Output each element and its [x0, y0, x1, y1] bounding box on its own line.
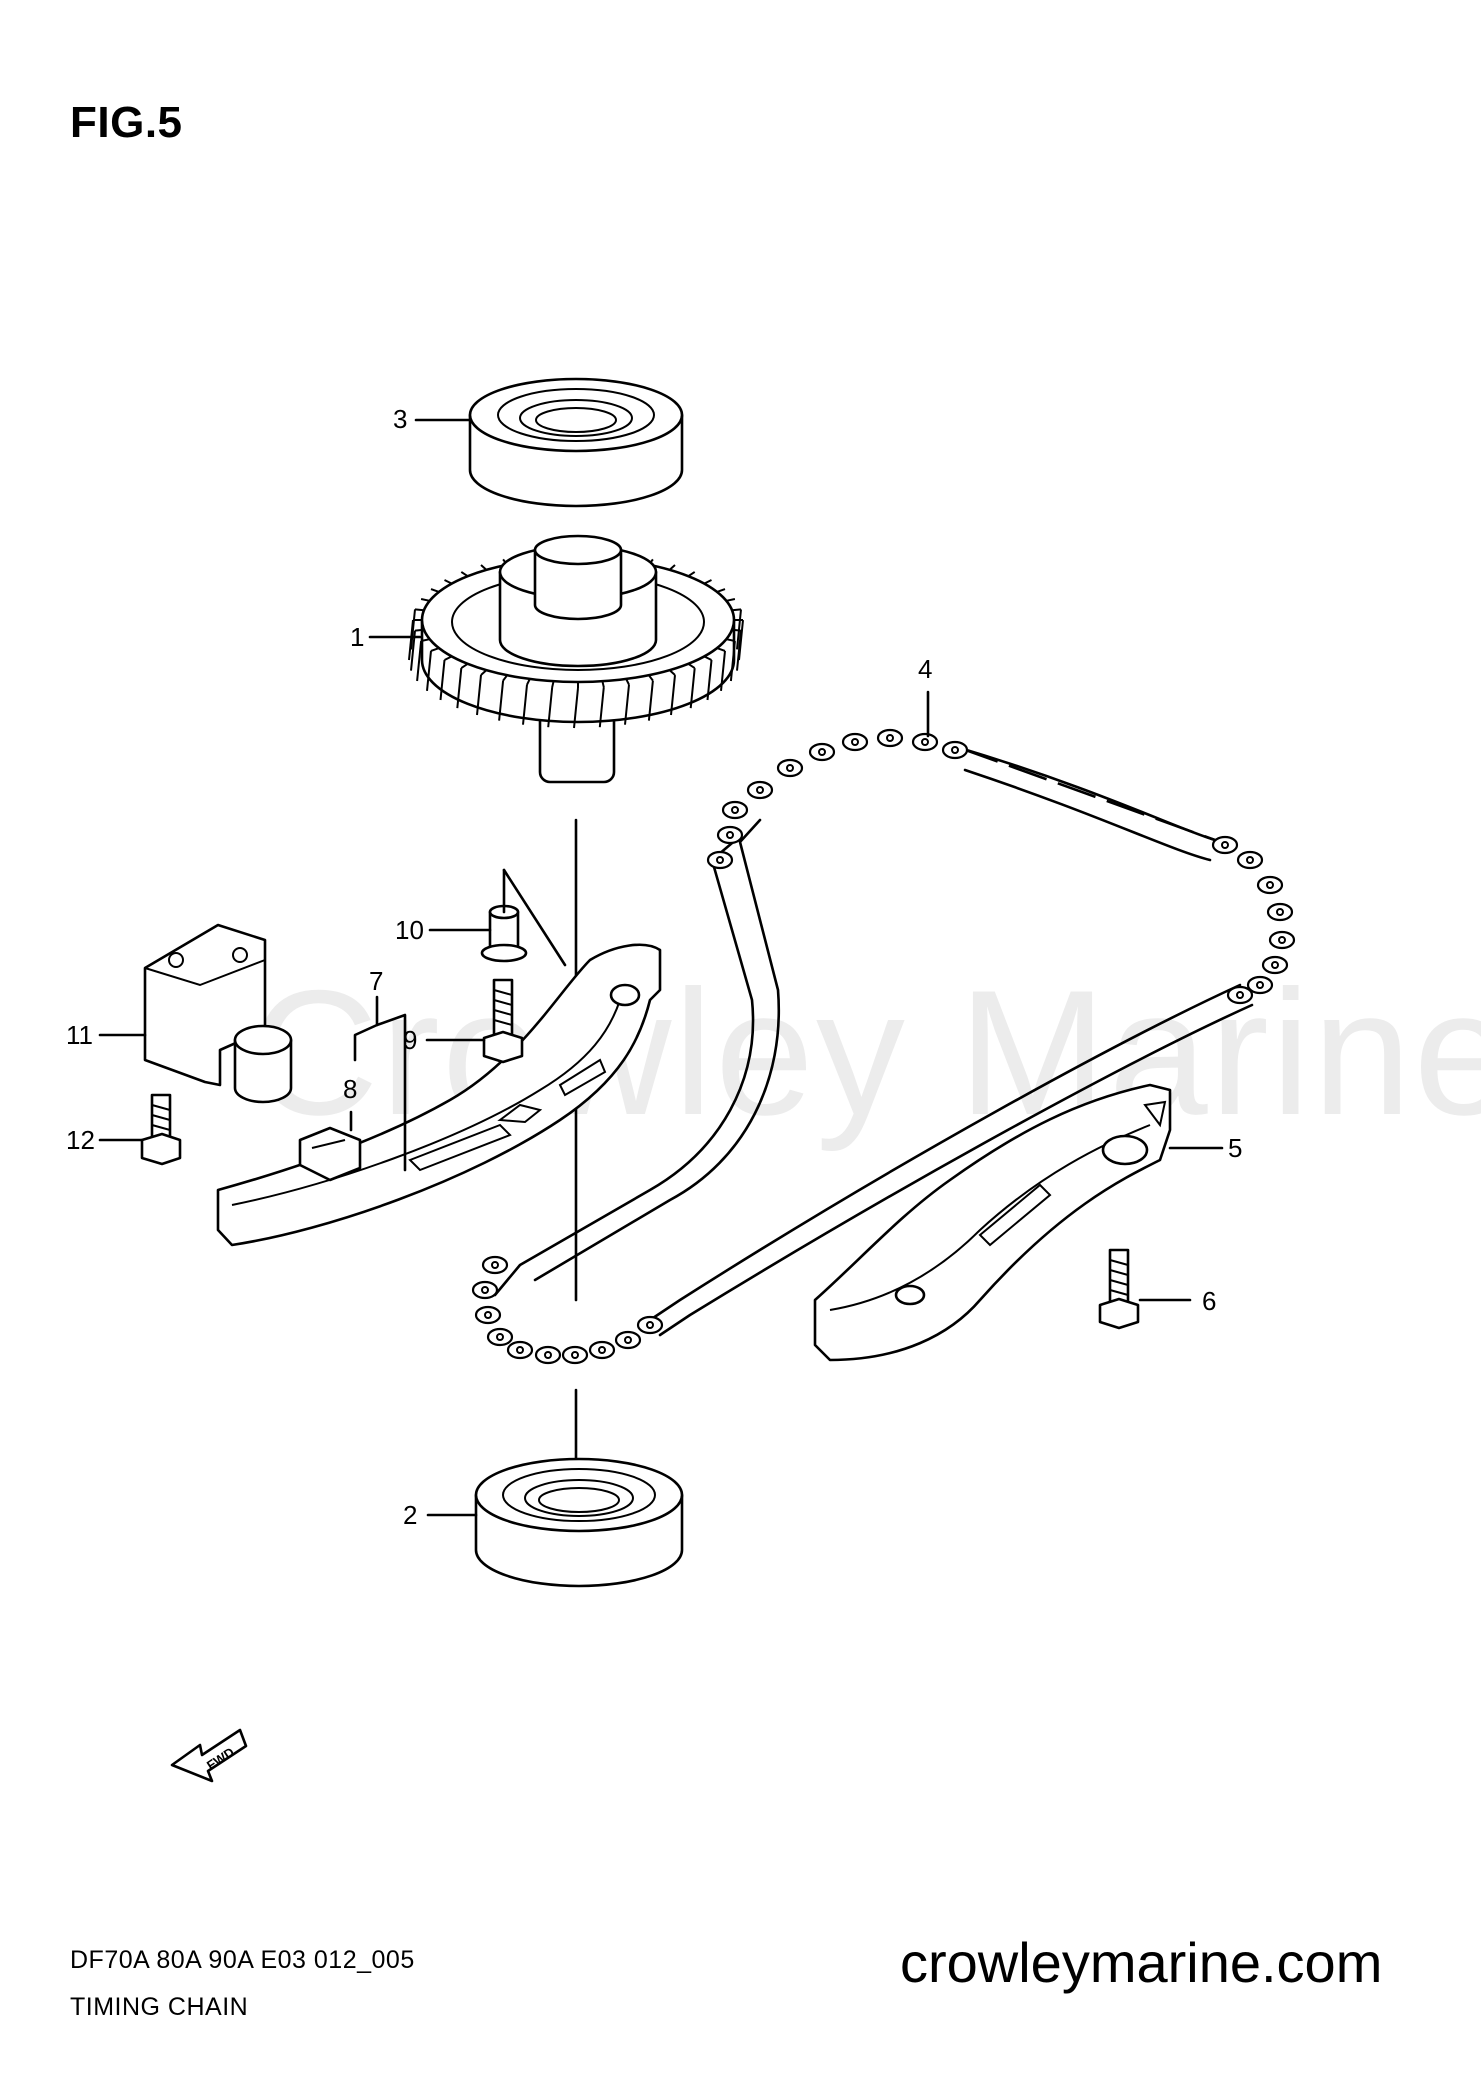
chain-link [1236, 850, 1264, 870]
chain-link [1246, 975, 1274, 995]
chain-pin [726, 831, 734, 839]
chain-pin [624, 1336, 632, 1344]
chain-pin [544, 1351, 552, 1359]
diagram-caption: TIMING CHAIN [70, 1993, 249, 2021]
chain-pin [921, 738, 929, 746]
chain-pin [1256, 981, 1264, 989]
chain-pin [731, 806, 739, 814]
chain-pin [646, 1321, 654, 1329]
chain-pin [1246, 856, 1254, 864]
chain-link [1268, 930, 1296, 950]
pivot-collar[interactable] [480, 904, 528, 963]
model-code: DF70A 80A 90A E03 012_005 [70, 1946, 415, 1974]
chain-link [1211, 835, 1239, 855]
chain-pin [886, 734, 894, 742]
chain-pin [496, 1333, 504, 1341]
chain-pin [481, 1286, 489, 1294]
shoe-pad[interactable] [298, 1126, 362, 1182]
chain-pin [516, 1346, 524, 1354]
chain-link [614, 1330, 642, 1350]
chain-link [474, 1305, 502, 1325]
chain-pin [571, 1351, 579, 1359]
callout-4: 4 [918, 654, 932, 684]
chain-link [911, 732, 939, 752]
chain-pin [491, 1261, 499, 1269]
chain-pin [1221, 841, 1229, 849]
callout-9: 9 [403, 1025, 417, 1055]
chain-pin [1276, 908, 1284, 916]
leader-lines [98, 418, 1224, 1517]
chain-link [776, 758, 804, 778]
chain-guide-right[interactable] [813, 1083, 1172, 1362]
callout-8: 8 [343, 1074, 357, 1104]
gear[interactable] [408, 534, 744, 784]
chain-pin [1236, 991, 1244, 999]
chain-link [706, 850, 734, 870]
chain-link [841, 732, 869, 752]
chain-link [808, 742, 836, 762]
callout-6: 6 [1202, 1286, 1216, 1316]
chain-link [876, 728, 904, 748]
figure-title: FIG.5 [70, 98, 183, 147]
chain-link [481, 1255, 509, 1275]
callout-3: 3 [393, 404, 407, 434]
chain-pin [756, 786, 764, 794]
callout-10: 10 [395, 915, 424, 945]
chain-link [506, 1340, 534, 1360]
callout-1: 1 [350, 622, 364, 652]
chain-link [471, 1280, 499, 1300]
chain-pin [786, 764, 794, 772]
chain-pin [1271, 961, 1279, 969]
chain-link [941, 740, 969, 760]
bearing-lower[interactable] [474, 1457, 684, 1588]
chain-link [1256, 875, 1284, 895]
callout-12: 12 [66, 1125, 95, 1155]
chain-link [636, 1315, 664, 1335]
chain-link [1261, 955, 1289, 975]
chain-pin [1266, 881, 1274, 889]
callout-2: 2 [403, 1500, 417, 1530]
chain-pin [1278, 936, 1286, 944]
bolt-adjuster[interactable] [140, 1093, 182, 1166]
callout-11: 11 [66, 1020, 93, 1050]
callout-5: 5 [1228, 1133, 1242, 1163]
chain-pin [851, 738, 859, 746]
bolt-shoe[interactable] [482, 978, 524, 1064]
chain-link [1266, 902, 1294, 922]
chain-link [534, 1345, 562, 1365]
chain-link [1226, 985, 1254, 1005]
fwd-arrow-icon: FWD [170, 1728, 248, 1783]
bolt-guide[interactable] [1098, 1248, 1140, 1330]
timing-chain[interactable] [471, 728, 1296, 1365]
chain-link [746, 780, 774, 800]
chain-pin [598, 1346, 606, 1354]
chain-pin [818, 748, 826, 756]
chain-link [486, 1327, 514, 1347]
bearing-upper[interactable] [468, 377, 684, 508]
chain-pin [716, 856, 724, 864]
chain-link [588, 1340, 616, 1360]
chain-link [561, 1345, 589, 1365]
website-link[interactable]: crowleymarine.com [900, 1931, 1383, 1994]
tensioner-adjuster[interactable] [143, 923, 293, 1104]
chain-link [721, 800, 749, 820]
chain-link [716, 825, 744, 845]
callout-7: 7 [369, 966, 383, 996]
chain-pin [951, 746, 959, 754]
chain-pin [484, 1311, 492, 1319]
